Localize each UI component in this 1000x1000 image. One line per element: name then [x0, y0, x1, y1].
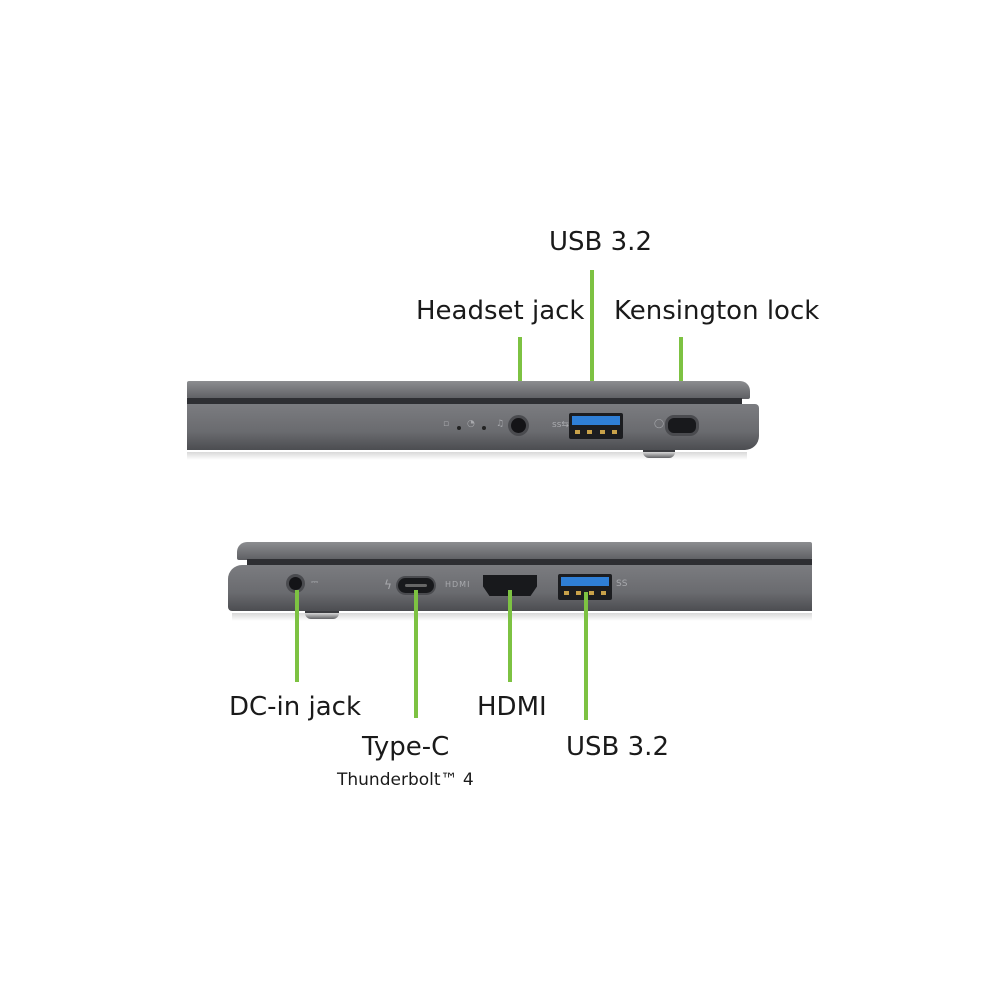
laptop-lid-left — [237, 542, 812, 560]
dc-in-leader-line — [295, 590, 299, 682]
headset-symbol-icon: ♫ — [496, 419, 505, 429]
thunderbolt-icon: ϟ — [384, 578, 392, 592]
hdmi-port — [483, 575, 537, 596]
kensington-lock-slot — [668, 418, 696, 433]
type-c-port — [398, 578, 434, 593]
headset-jack-port — [511, 418, 526, 433]
laptop-lid-right — [187, 381, 750, 399]
usb-leader-line-right — [590, 270, 594, 422]
battery-dot-icon — [482, 426, 486, 430]
laptop-shadow-left — [232, 613, 812, 621]
laptop-shadow-right — [187, 452, 747, 460]
usb-leader-line-left — [584, 592, 588, 720]
hdmi-marking: HDMI — [445, 580, 471, 589]
dc-in-jack-port — [289, 577, 302, 590]
led-dot-icon — [457, 426, 461, 430]
laptop-base-right — [187, 404, 759, 450]
usb-label-right: USB 3.2 — [549, 227, 652, 257]
usb-port-right — [569, 413, 623, 439]
kensington-lock-label: Kensington lock — [614, 296, 820, 326]
usb-ss-marking: SS — [616, 579, 628, 589]
dc-symbol-icon: ⎓ — [311, 578, 319, 588]
lock-symbol-icon: ◯ — [654, 419, 665, 429]
lid-gap-right — [187, 398, 742, 404]
usb-label-left: USB 3.2 — [566, 732, 669, 762]
type-c-leader-line — [414, 590, 418, 718]
lid-gap-left — [247, 559, 812, 565]
usb-ss-icon: ss⇆ — [552, 420, 569, 430]
headset-jack-label: Headset jack — [416, 296, 585, 326]
hdmi-leader-line — [508, 590, 512, 682]
type-c-label: Type-C — [362, 732, 450, 762]
dc-in-jack-label: DC-in jack — [229, 692, 362, 722]
thunderbolt-sublabel: Thunderbolt™ 4 — [337, 770, 474, 790]
led-indicator-icon: ▫ — [443, 419, 450, 429]
battery-indicator-icon: ◔ — [467, 419, 475, 429]
hdmi-label: HDMI — [477, 692, 547, 722]
